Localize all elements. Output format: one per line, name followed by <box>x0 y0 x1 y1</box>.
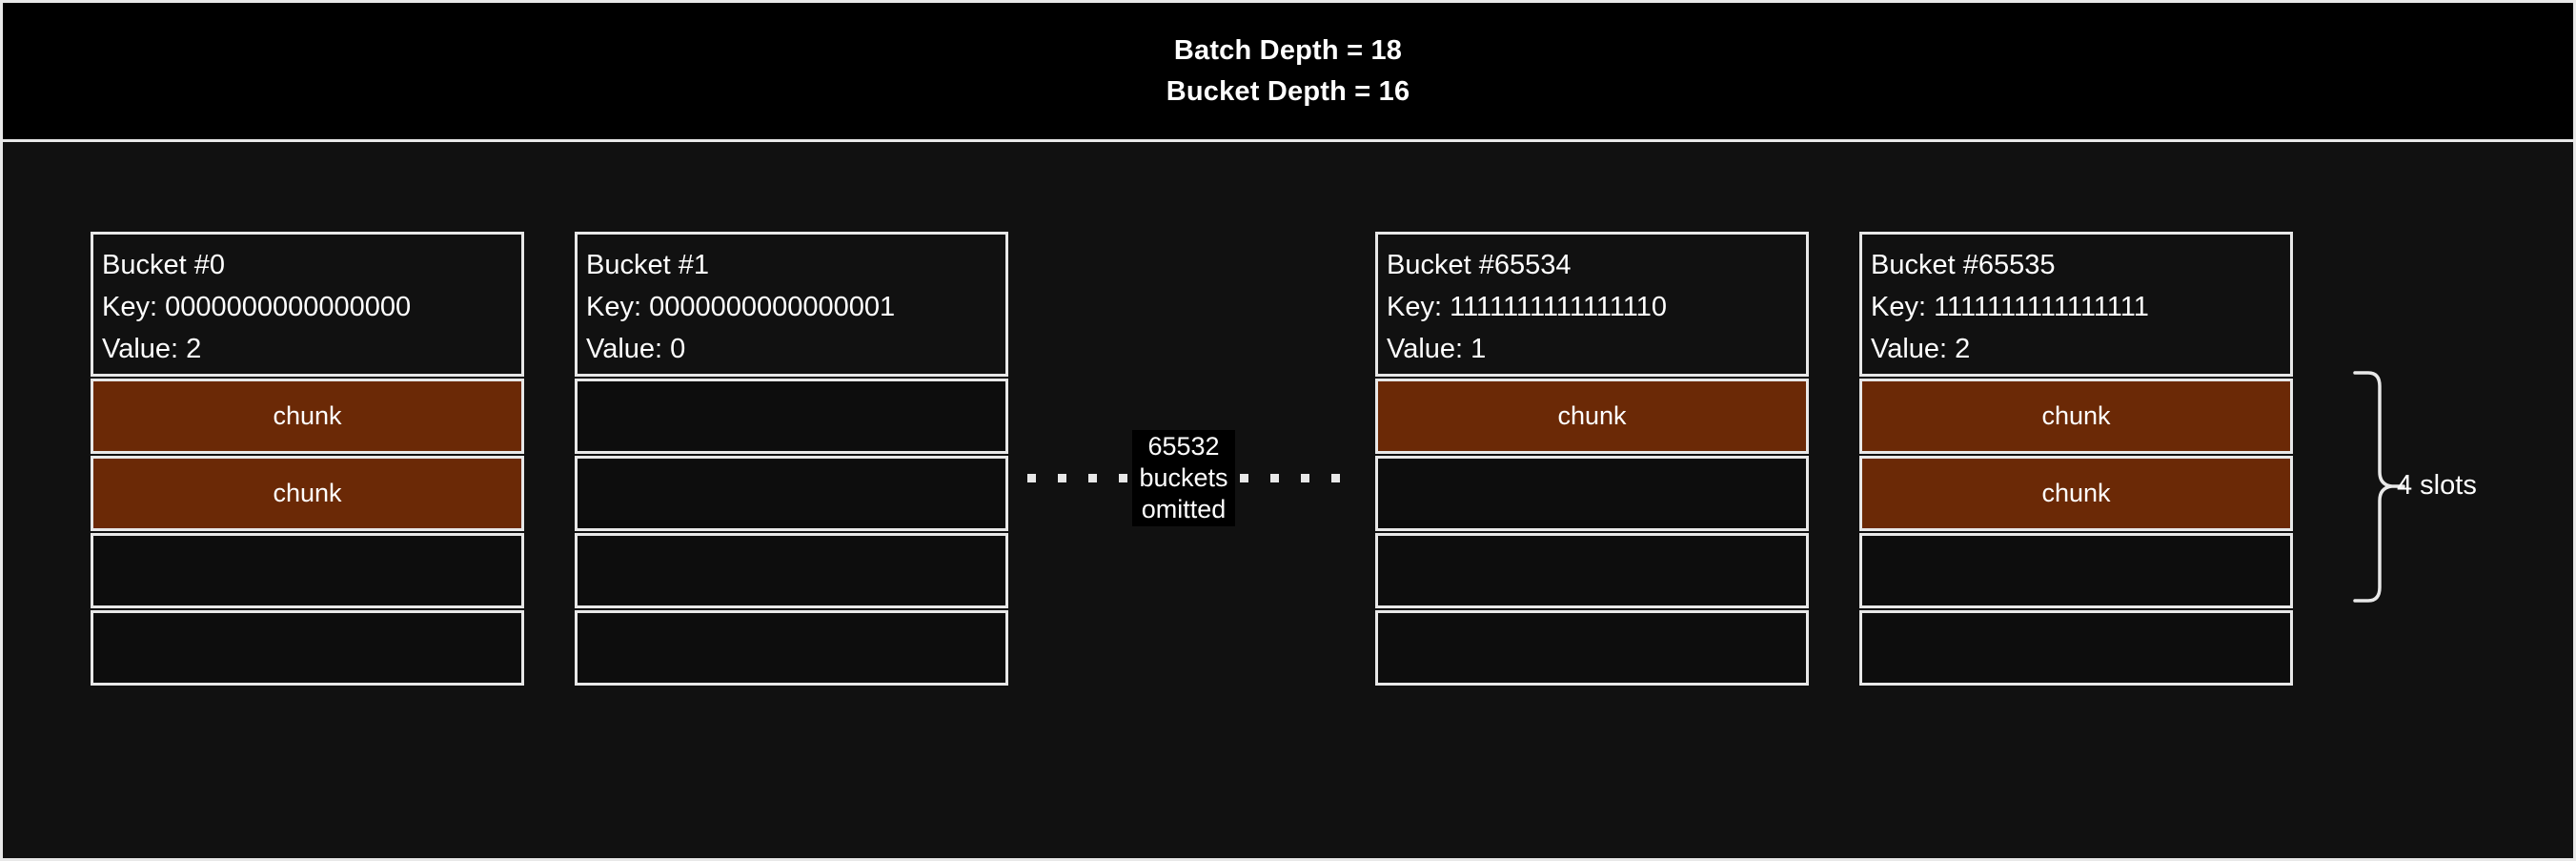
bucket-slots: chunk chunk <box>91 379 524 686</box>
curly-brace-icon <box>2353 371 2405 603</box>
bucket-slots <box>575 379 1008 686</box>
bucket-key: Key: 1111111111111110 <box>1387 292 1668 322</box>
slots-annotation: 4 slots <box>2349 370 2540 604</box>
omitted-count: 65532 <box>1147 431 1220 461</box>
chunk-slot-empty[interactable] <box>575 610 1008 686</box>
dots-right <box>1239 473 1340 482</box>
chunk-slot-empty[interactable] <box>1859 610 2293 686</box>
diagram-header: Batch Depth = 18 Bucket Depth = 16 <box>3 3 2573 142</box>
chunk-label: chunk <box>2041 401 2111 430</box>
chunk-slot-filled[interactable]: chunk <box>1375 379 1809 454</box>
bucket-value: Value: 0 <box>586 334 686 364</box>
chunk-label: chunk <box>273 479 342 507</box>
omitted-noun: buckets <box>1139 462 1228 492</box>
chunk-slot-empty[interactable] <box>575 533 1008 608</box>
batch-depth-label: Batch Depth = 18 <box>1173 35 1403 67</box>
chunk-slot-empty[interactable] <box>91 610 524 686</box>
ellipsis-dot-icon <box>1300 473 1309 482</box>
bucket-value: Value: 2 <box>1871 334 1971 364</box>
ellipsis-dot-icon <box>1119 473 1128 482</box>
chunk-slot-empty[interactable] <box>1859 533 2293 608</box>
bucket-title: Bucket #1 <box>586 250 709 280</box>
chunk-slot-filled[interactable]: chunk <box>1859 379 2293 454</box>
chunk-label: chunk <box>2041 479 2111 507</box>
chunk-label: chunk <box>273 401 342 430</box>
bucket-slots: chunk chunk <box>1859 379 2293 686</box>
bucket-key: Key: 0000000000000001 <box>586 292 896 322</box>
chunk-slot-empty[interactable] <box>91 533 524 608</box>
bucket-value: Value: 1 <box>1387 334 1487 364</box>
chunk-slot-filled[interactable]: chunk <box>91 379 524 454</box>
ellipsis-dot-icon <box>1330 473 1340 482</box>
bucket-title: Bucket #65535 <box>1871 250 2056 280</box>
slots-count-label: 4 slots <box>2397 470 2477 501</box>
ellipsis-dot-icon <box>1088 473 1098 482</box>
ellipsis-dot-icon <box>1269 473 1279 482</box>
bucket-key: Key: 0000000000000000 <box>102 292 412 322</box>
chunk-slot-filled[interactable]: chunk <box>91 456 524 531</box>
ellipsis-dot-icon <box>1239 473 1248 482</box>
ellipsis-dot-icon <box>1058 473 1067 482</box>
omitted-count-box: 65532 buckets omitted <box>1132 429 1235 526</box>
bucket-title: Bucket #0 <box>102 250 225 280</box>
bucket-key: Key: 1111111111111111 <box>1871 292 2149 322</box>
chunk-slot-empty[interactable] <box>575 456 1008 531</box>
omitted-verb: omitted <box>1141 494 1227 523</box>
bucket-slots: chunk <box>1375 379 1809 686</box>
bucket-value: Value: 2 <box>102 334 202 364</box>
chunk-slot-empty[interactable] <box>1375 533 1809 608</box>
chunk-label: chunk <box>1557 401 1627 430</box>
chunk-slot-empty[interactable] <box>1375 456 1809 531</box>
dots-left <box>1027 473 1128 482</box>
chunk-slot-filled[interactable]: chunk <box>1859 456 2293 531</box>
bucket-depth-label: Bucket Depth = 16 <box>1166 75 1410 107</box>
chunk-slot-empty[interactable] <box>1375 610 1809 686</box>
ellipsis-dot-icon <box>1027 473 1037 482</box>
chunk-slot-empty[interactable] <box>575 379 1008 454</box>
bucket-title: Bucket #65534 <box>1387 250 1572 280</box>
omitted-buckets-marker: 65532 buckets omitted <box>1027 420 1340 535</box>
